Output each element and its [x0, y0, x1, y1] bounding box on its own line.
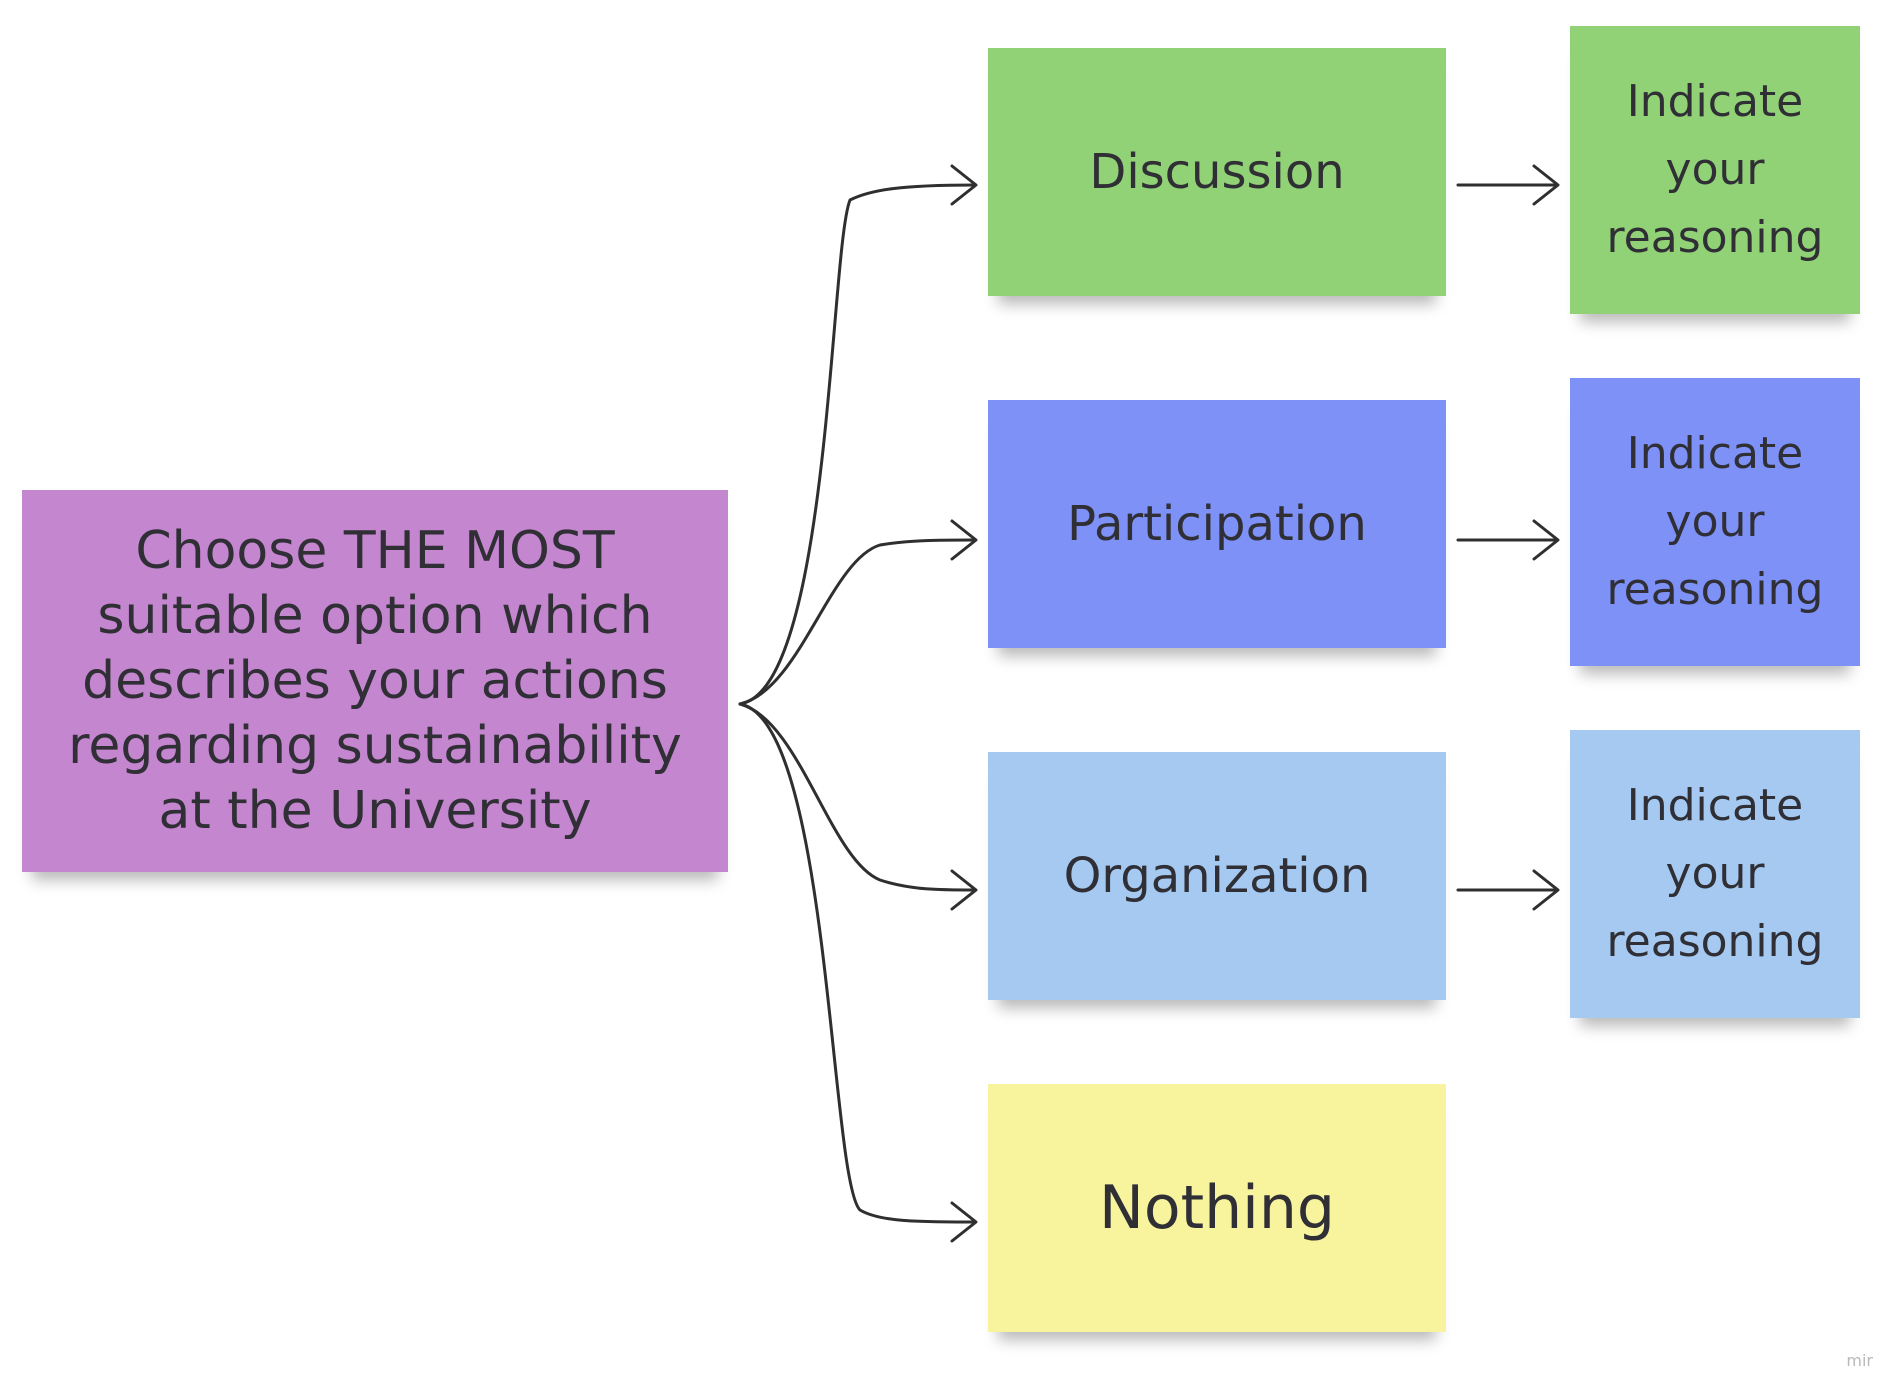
option-sticky-discussion[interactable]: Discussion [988, 48, 1446, 296]
question-sticky[interactable]: Choose THE MOST suitable option which de… [22, 490, 728, 872]
connector-to-participation [738, 538, 977, 706]
arrowhead-organization-reason [1532, 869, 1560, 911]
reason-sticky-discussion[interactable]: Indicate your reasoning [1570, 26, 1860, 314]
option-label: Discussion [1089, 144, 1345, 200]
reason-sticky-participation[interactable]: Indicate your reasoning [1570, 378, 1860, 666]
reason-text: Indicate your reasoning [1606, 780, 1824, 967]
arrowhead-organization [950, 869, 978, 911]
question-text: Choose THE MOST suitable option which de… [68, 520, 682, 841]
arrowhead-discussion-reason [1532, 164, 1560, 206]
connector-to-discussion [738, 183, 977, 706]
connector-to-organization [738, 702, 977, 892]
option-sticky-nothing[interactable]: Nothing [988, 1084, 1446, 1332]
arrowhead-discussion [950, 164, 978, 206]
arrowhead-participation [950, 519, 978, 561]
option-sticky-organization[interactable]: Organization [988, 752, 1446, 1000]
watermark-text: mir [1846, 1351, 1873, 1370]
connector-to-nothing [738, 702, 977, 1224]
arrowhead-participation-reason [1532, 519, 1560, 561]
reason-text: Indicate your reasoning [1606, 428, 1824, 615]
arrowhead-nothing [950, 1201, 978, 1243]
option-label: Organization [1063, 848, 1371, 904]
reason-text: Indicate your reasoning [1606, 76, 1824, 263]
reason-sticky-organization[interactable]: Indicate your reasoning [1570, 730, 1860, 1018]
option-label: Participation [1067, 496, 1367, 552]
option-label: Nothing [1099, 1173, 1335, 1243]
option-sticky-participation[interactable]: Participation [988, 400, 1446, 648]
